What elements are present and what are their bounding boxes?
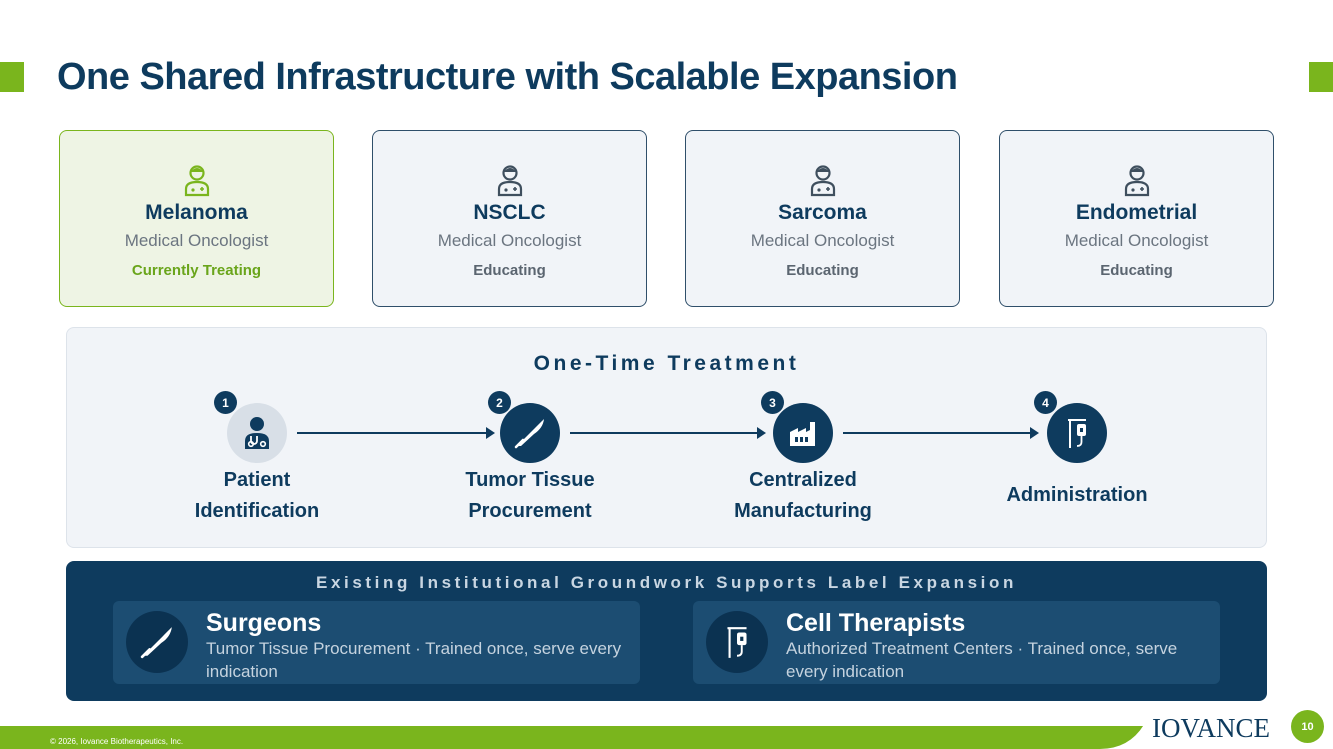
step-number-badge: 2: [488, 391, 511, 414]
copyright-text: © 2026, Iovance Biotherapeutics, Inc.: [50, 737, 184, 746]
step-number-badge: 4: [1034, 391, 1057, 414]
treatment-panel: One-Time Treatment 1 Patient Identificat…: [66, 327, 1267, 548]
step-label: Tumor Tissue Procurement: [420, 465, 640, 527]
treatment-title: One-Time Treatment: [533, 352, 800, 375]
flow-arrow: [297, 427, 495, 439]
card-subtitle: Medical Oncologist: [750, 231, 895, 250]
role-title: Cell Therapists: [786, 609, 966, 637]
doctor-icon: [497, 165, 522, 197]
step-number-badge: 3: [761, 391, 784, 414]
step-label-line: Patient: [223, 469, 291, 491]
doctor-icon: [810, 165, 835, 197]
slide-title: One Shared Infrastructure with Scalable …: [57, 56, 958, 98]
accent-bar-right: [1309, 62, 1333, 92]
step-label: Patient Identification: [147, 465, 367, 527]
step-label: Centralized Manufacturing: [693, 465, 913, 527]
role-cell-therapists: Cell Therapists Authorized Treatment Cen…: [693, 601, 1220, 684]
iv-drip-icon: [706, 611, 768, 673]
groundwork-title: Existing Institutional Groundwork Suppor…: [316, 573, 1017, 592]
role-description: Authorized Treatment Centers · Trained o…: [786, 639, 1178, 681]
card-sarcoma: Sarcoma Medical Oncologist Educating: [685, 130, 960, 307]
scalpel-icon: [126, 611, 188, 673]
doctor-icon: [1124, 165, 1149, 197]
card-title: Endometrial: [1075, 201, 1198, 224]
role-description: Tumor Tissue Procurement · Trained once,…: [206, 639, 622, 681]
card-status: Educating: [786, 262, 859, 279]
step-label-line: Procurement: [468, 500, 592, 522]
page-number: 10: [1291, 710, 1324, 743]
patient-icon: [227, 403, 287, 463]
iv-drip-icon: [1047, 403, 1107, 463]
footer-bar: [0, 726, 1333, 749]
step-label-line: Centralized: [749, 469, 857, 491]
card-nsclc: NSCLC Medical Oncologist Educating: [372, 130, 647, 307]
role-surgeons: Surgeons Tumor Tissue Procurement · Trai…: [113, 601, 640, 684]
role-title: Surgeons: [206, 609, 322, 637]
step-number-badge: 1: [214, 391, 237, 414]
doctor-icon: [184, 165, 209, 197]
step-label: Administration: [967, 480, 1187, 511]
step-label-line: Identification: [194, 500, 320, 522]
factory-icon: [773, 403, 833, 463]
card-subtitle: Medical Oncologist: [124, 231, 269, 250]
step-label-line: Manufacturing: [734, 500, 872, 522]
card-melanoma: Melanoma Medical Oncologist Currently Tr…: [59, 130, 334, 307]
card-subtitle: Medical Oncologist: [437, 231, 582, 250]
card-title: NSCLC: [473, 201, 546, 224]
scalpel-icon: [500, 403, 560, 463]
card-status: Educating: [473, 262, 546, 279]
company-logo: IOVANCE: [1152, 713, 1271, 743]
step-label-line: Administration: [1006, 484, 1148, 506]
card-status: Currently Treating: [131, 262, 262, 279]
card-status: Educating: [1100, 262, 1173, 279]
step-label-line: Tumor Tissue: [465, 469, 595, 491]
groundwork-panel: Existing Institutional Groundwork Suppor…: [66, 561, 1267, 701]
flow-arrow: [843, 427, 1039, 439]
card-title: Sarcoma: [778, 201, 867, 224]
card-subtitle: Medical Oncologist: [1064, 231, 1209, 250]
card-title: Melanoma: [145, 201, 248, 224]
footer-wave: [1100, 705, 1333, 749]
flow-arrow: [570, 427, 766, 439]
card-endometrial: Endometrial Medical Oncologist Educating: [999, 130, 1274, 307]
accent-bar-left: [0, 62, 24, 92]
